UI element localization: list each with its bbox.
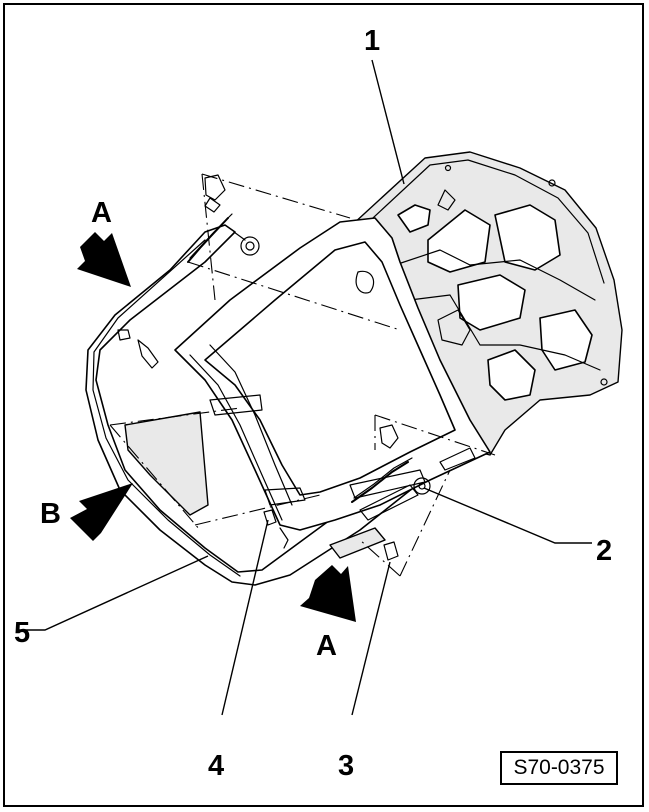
gas-strut-left [137, 174, 260, 369]
callout-5: 5 [14, 617, 30, 649]
assembly-lines [109, 173, 496, 577]
figure-reference-code: S70-0375 [500, 751, 618, 785]
view-arrow-a-bottom [300, 565, 356, 622]
leader-lines [18, 59, 592, 716]
callout-4: 4 [208, 750, 224, 782]
view-arrow-a-top [77, 232, 131, 287]
view-label-b-left: B [40, 498, 61, 530]
callout-1: 1 [364, 25, 380, 57]
callout-3: 3 [338, 750, 354, 782]
gas-strut-right [263, 424, 431, 561]
view-label-a-bottom: A [316, 630, 337, 662]
view-arrow-b-left [70, 483, 133, 541]
inner-panel [174, 217, 491, 559]
callout-2: 2 [596, 535, 612, 567]
figure-frame [3, 3, 644, 807]
view-label-a-top: A [91, 197, 112, 229]
hatch-lid [351, 151, 623, 456]
